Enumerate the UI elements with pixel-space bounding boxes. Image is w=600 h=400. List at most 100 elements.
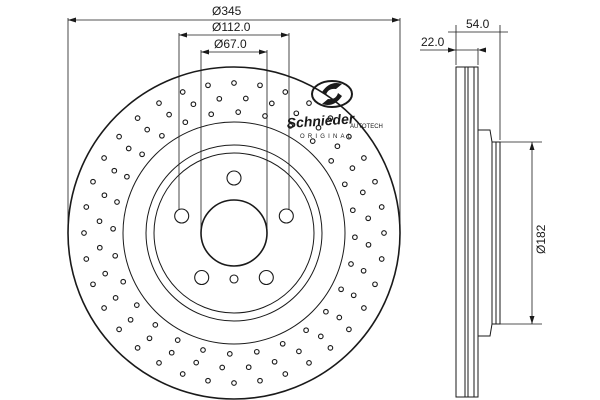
drilled-hole bbox=[168, 349, 175, 356]
drilled-hole bbox=[378, 204, 385, 210]
drilled-hole bbox=[282, 371, 289, 377]
drilled-hole bbox=[346, 133, 352, 140]
drilled-hole bbox=[134, 345, 141, 351]
drilled-hole bbox=[134, 115, 141, 121]
drilled-hole bbox=[341, 181, 348, 188]
drilled-hole bbox=[328, 158, 335, 164]
dimension-lines bbox=[67, 17, 401, 233]
drilled-hole bbox=[242, 95, 249, 102]
drilled-hole bbox=[190, 101, 197, 108]
disc-side-view bbox=[455, 66, 501, 398]
drilled-hole bbox=[338, 286, 344, 293]
bolt-circle-label: Ø112.0 bbox=[212, 20, 251, 34]
drilled-hole bbox=[179, 89, 186, 95]
logo-sub-brand-text: AUTOTECH bbox=[350, 124, 383, 130]
logo-tagline-text: ORIGINAL bbox=[300, 134, 354, 140]
cross-drilled-holes bbox=[81, 80, 387, 386]
drilled-hole bbox=[235, 109, 242, 115]
drilled-hole bbox=[365, 241, 372, 248]
drilled-hole bbox=[152, 322, 159, 328]
drilled-hole bbox=[133, 302, 140, 308]
drilled-hole bbox=[365, 215, 372, 222]
disc-thickness-label: 22.0 bbox=[421, 35, 445, 49]
drilled-hole bbox=[90, 178, 96, 185]
drilled-hole bbox=[352, 234, 358, 241]
center-bore-label: Ø67.0 bbox=[214, 37, 247, 51]
drilled-hole bbox=[309, 138, 316, 144]
drilled-hole bbox=[282, 89, 289, 95]
drilled-hole bbox=[96, 244, 103, 251]
drilled-hole bbox=[139, 151, 145, 158]
friction-ring-inner-edge bbox=[122, 121, 346, 345]
drilled-hole bbox=[127, 316, 134, 323]
bolt-hole bbox=[226, 170, 242, 186]
drilled-hole bbox=[112, 252, 119, 259]
hat-outer-edge bbox=[145, 144, 323, 322]
drilled-hole bbox=[350, 292, 357, 299]
drilled-hole bbox=[323, 308, 329, 315]
bolt-hole bbox=[174, 208, 190, 224]
drilled-hole bbox=[226, 351, 233, 357]
drilled-hole bbox=[102, 270, 109, 277]
drilled-hole bbox=[268, 100, 275, 107]
drilled-hole bbox=[166, 111, 172, 118]
bolt-holes bbox=[174, 170, 294, 286]
drilled-hole bbox=[359, 189, 366, 196]
drilled-hole bbox=[159, 132, 165, 139]
drilled-hole bbox=[96, 218, 103, 225]
drilled-hole bbox=[315, 124, 322, 131]
drilled-hole bbox=[219, 364, 226, 371]
drilled-hole bbox=[257, 82, 263, 89]
drilled-hole bbox=[361, 305, 367, 311]
disc-front-view bbox=[67, 66, 401, 400]
drilled-hole bbox=[216, 95, 223, 102]
drilled-hole bbox=[306, 360, 312, 366]
drilled-hole bbox=[144, 126, 151, 133]
drilled-hole bbox=[179, 371, 186, 377]
drilled-hole bbox=[101, 192, 108, 199]
drilled-hole bbox=[101, 305, 107, 311]
drilled-hole bbox=[111, 167, 118, 174]
drilled-hole bbox=[114, 199, 120, 205]
hat-diameter-label: Ø182 bbox=[534, 224, 548, 254]
drilled-hole bbox=[83, 204, 90, 210]
brand-logo: Schnieder AUTOTECH ORIGINAL bbox=[286, 80, 383, 140]
drilled-hole bbox=[257, 377, 263, 384]
drilled-hole bbox=[349, 207, 356, 214]
logo-emblem-icon bbox=[311, 80, 353, 108]
drilled-hole bbox=[361, 155, 367, 161]
drilled-hole bbox=[336, 314, 343, 321]
drilled-hole bbox=[81, 230, 87, 236]
drilled-hole bbox=[293, 110, 300, 117]
drilled-hole bbox=[193, 359, 200, 366]
drilled-hole bbox=[271, 358, 278, 365]
outer-diameter-label: Ø345 bbox=[212, 4, 242, 18]
drilled-hole bbox=[156, 100, 162, 106]
center-bore bbox=[200, 199, 268, 267]
locator-hole bbox=[229, 274, 239, 284]
drilled-hole bbox=[334, 143, 341, 150]
drilled-hole bbox=[381, 230, 387, 236]
drilled-hole bbox=[182, 119, 189, 126]
drilled-hole bbox=[101, 155, 107, 161]
drilled-hole bbox=[327, 345, 334, 351]
drilled-hole bbox=[116, 326, 122, 333]
drilled-hole bbox=[125, 145, 132, 152]
drilled-hole bbox=[231, 80, 237, 86]
drilled-hole bbox=[200, 347, 206, 353]
drilled-hole bbox=[208, 111, 215, 118]
drilled-hole bbox=[156, 360, 162, 366]
drilled-hole bbox=[231, 380, 237, 386]
drilled-hole bbox=[146, 335, 153, 342]
bolt-hole bbox=[278, 208, 294, 224]
drilled-hole bbox=[83, 256, 90, 262]
drilled-hole bbox=[372, 178, 378, 185]
drilled-hole bbox=[317, 333, 324, 340]
drilled-hole bbox=[378, 256, 385, 262]
bolt-hole bbox=[194, 269, 210, 286]
drilled-hole bbox=[116, 133, 122, 140]
drilled-hole bbox=[253, 348, 260, 355]
drilled-hole bbox=[348, 261, 354, 267]
drilled-hole bbox=[349, 165, 356, 171]
